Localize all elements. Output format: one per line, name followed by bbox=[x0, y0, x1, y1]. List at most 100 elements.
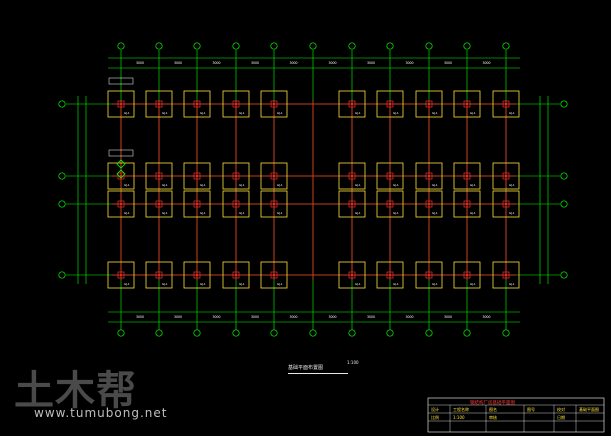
axis-bubble-top bbox=[270, 42, 278, 50]
footing-center bbox=[388, 174, 392, 178]
footing-label: GJ-1 bbox=[432, 111, 438, 115]
dimension-text: 3000 bbox=[328, 315, 336, 319]
footing-column bbox=[155, 172, 163, 180]
footing-column bbox=[193, 200, 201, 208]
footing-center bbox=[119, 273, 123, 277]
axis-bubble-top bbox=[463, 42, 471, 50]
footing-pad bbox=[453, 162, 481, 190]
footing-column bbox=[348, 271, 356, 279]
footing-column bbox=[232, 100, 240, 108]
footing-center bbox=[195, 202, 199, 206]
footing-center bbox=[234, 273, 238, 277]
axis-bubble-left bbox=[58, 271, 66, 279]
footing-column bbox=[425, 172, 433, 180]
dimension-text: 3000 bbox=[444, 315, 452, 319]
footing-label: GJ-1 bbox=[124, 111, 130, 115]
footing-pad bbox=[376, 90, 404, 118]
dimension-text: 3000 bbox=[367, 315, 375, 319]
footing-column bbox=[502, 100, 510, 108]
footing-center bbox=[234, 102, 238, 106]
foundation-beams bbox=[112, 100, 516, 280]
footing-label: GJ-1 bbox=[393, 111, 399, 115]
footing-pad bbox=[492, 261, 520, 289]
axis-bubble-left bbox=[58, 200, 66, 208]
footing-pad bbox=[338, 90, 366, 118]
footing-label: GJ-1 bbox=[239, 211, 245, 215]
footing-center bbox=[388, 202, 392, 206]
title-block-cell: 图名 bbox=[489, 407, 497, 412]
footing-center bbox=[504, 273, 508, 277]
dimension-text: 3000 bbox=[174, 315, 182, 319]
footing-column bbox=[155, 100, 163, 108]
footing-pad bbox=[415, 90, 443, 118]
footing-label: GJ-1 bbox=[393, 211, 399, 215]
footing-pad bbox=[338, 162, 366, 190]
footing-label: GJ-1 bbox=[355, 211, 361, 215]
footing-center bbox=[119, 202, 123, 206]
footing-label: GJ-1 bbox=[355, 282, 361, 286]
footing-column bbox=[270, 100, 278, 108]
axis-bubble-bottom bbox=[348, 329, 356, 337]
footing-column bbox=[463, 200, 471, 208]
footing-column bbox=[348, 172, 356, 180]
footing-label: GJ-1 bbox=[393, 183, 399, 187]
footing-center bbox=[350, 174, 354, 178]
footing-center bbox=[427, 202, 431, 206]
dimension-text: 3000 bbox=[251, 315, 259, 319]
footing-pad bbox=[107, 90, 135, 118]
footing-label: GJ-1 bbox=[124, 282, 130, 286]
dimension-text: 3000 bbox=[136, 315, 144, 319]
dimension-text: 3000 bbox=[212, 315, 220, 319]
footing-label: GJ-1 bbox=[200, 183, 206, 187]
footing-column bbox=[155, 271, 163, 279]
footing-column bbox=[348, 100, 356, 108]
footing-center bbox=[195, 102, 199, 106]
footing-center bbox=[195, 174, 199, 178]
footing-center bbox=[388, 102, 392, 106]
footing-pad bbox=[376, 190, 404, 218]
footing-column bbox=[193, 172, 201, 180]
footing-label: GJ-1 bbox=[277, 183, 283, 187]
footing-center bbox=[272, 102, 276, 106]
footing-column bbox=[386, 100, 394, 108]
footing-pad bbox=[222, 162, 250, 190]
footing-center bbox=[234, 174, 238, 178]
footing-center bbox=[427, 174, 431, 178]
title-block-cell: 工程名称 bbox=[453, 407, 469, 412]
title-block-frame bbox=[427, 397, 605, 433]
footing-label: GJ-1 bbox=[509, 111, 515, 115]
footing-label: GJ-1 bbox=[162, 282, 168, 286]
footing-column bbox=[463, 271, 471, 279]
dimension-text: 3000 bbox=[289, 315, 297, 319]
footing-pad bbox=[453, 90, 481, 118]
title-block-cell: 审核 bbox=[489, 415, 497, 420]
footing-pad bbox=[145, 261, 173, 289]
title-block-border bbox=[427, 397, 605, 433]
footing-column bbox=[463, 172, 471, 180]
footing-pad bbox=[415, 190, 443, 218]
footing-center bbox=[350, 273, 354, 277]
footing-column bbox=[270, 172, 278, 180]
footing-center bbox=[427, 273, 431, 277]
footing-pad bbox=[222, 190, 250, 218]
footing-center bbox=[504, 174, 508, 178]
footing-center bbox=[465, 273, 469, 277]
footing-pad bbox=[107, 162, 135, 190]
footing-pad bbox=[492, 90, 520, 118]
footing-column bbox=[232, 172, 240, 180]
axis-bubble-top bbox=[502, 42, 510, 50]
footing-label: GJ-1 bbox=[509, 183, 515, 187]
axis-bubble-bottom bbox=[232, 329, 240, 337]
title-block-cell: 图号 bbox=[527, 407, 535, 412]
drawing-title-underline bbox=[288, 373, 348, 374]
axis-bubble-bottom bbox=[502, 329, 510, 337]
detail-tag bbox=[108, 149, 134, 157]
footing-center bbox=[195, 273, 199, 277]
footing-label: GJ-1 bbox=[470, 211, 476, 215]
axis-bubble-top bbox=[155, 42, 163, 50]
footing-column bbox=[232, 271, 240, 279]
footing-center bbox=[350, 102, 354, 106]
footing-pad bbox=[260, 162, 288, 190]
